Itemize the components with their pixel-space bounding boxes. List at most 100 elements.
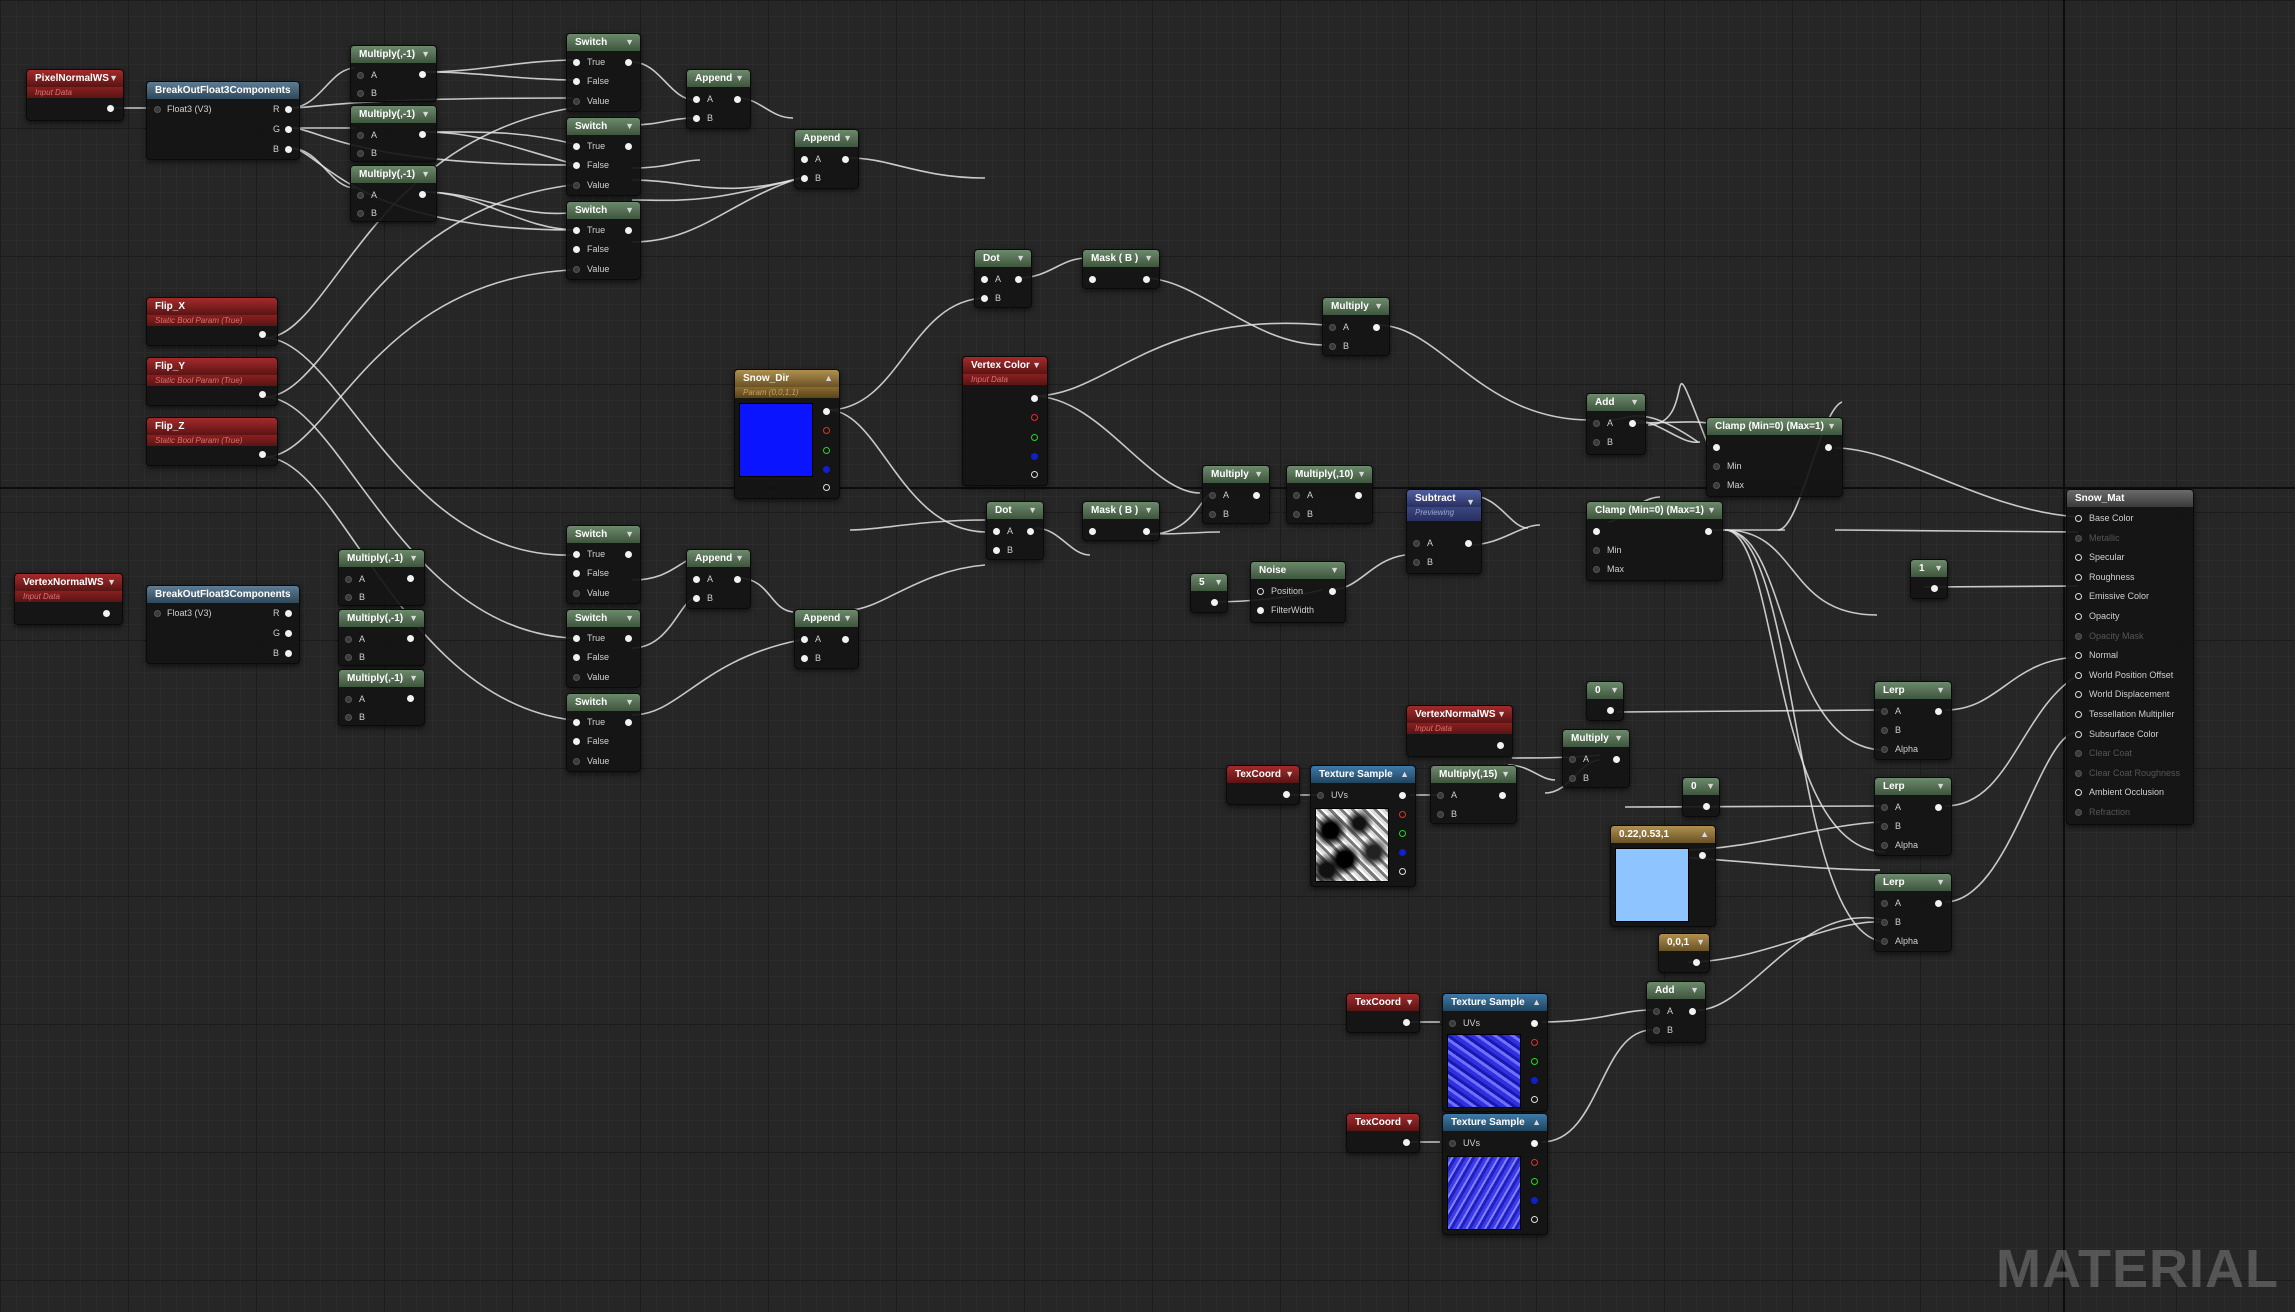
output-pin[interactable]	[1825, 444, 1832, 451]
lerp-node[interactable]: Lerp▼ A B Alpha	[1874, 777, 1952, 856]
input-pin[interactable]	[573, 635, 580, 642]
output-pin[interactable]	[1329, 588, 1336, 595]
output-pin[interactable]	[285, 650, 292, 657]
lerp-node[interactable]: Lerp▼ A B Alpha	[1874, 873, 1952, 952]
chevron-up-icon[interactable]: ▲	[1700, 829, 1709, 839]
chevron-up-icon[interactable]: ▲	[1400, 769, 1409, 779]
input-pin[interactable]	[1881, 919, 1888, 926]
result-input-pin[interactable]	[2075, 730, 2082, 738]
chevron-down-icon[interactable]: ▼	[1405, 1117, 1414, 1127]
chevron-down-icon[interactable]: ▼	[625, 37, 634, 47]
multiply-10-node[interactable]: Multiply(,10)▼ A B	[1286, 465, 1373, 524]
output-pin[interactable]	[625, 59, 632, 66]
output-pin[interactable]	[407, 635, 414, 642]
output-pin[interactable]	[285, 630, 292, 637]
input-pin[interactable]	[1881, 900, 1888, 907]
input-pin[interactable]	[1413, 559, 1420, 566]
multiply-node[interactable]: Multiply(,-1)▼ A B	[338, 549, 425, 606]
output-pin[interactable]	[1465, 540, 1472, 547]
result-input-pin[interactable]	[2075, 769, 2082, 777]
input-pin[interactable]	[573, 674, 580, 681]
output-pin[interactable]	[407, 575, 414, 582]
output-pin[interactable]	[842, 636, 849, 643]
vertex-color-node[interactable]: Vertex Color▼ Input Data	[962, 356, 1048, 486]
output-pin-r[interactable]	[1399, 811, 1406, 818]
chevron-down-icon[interactable]: ▼	[1690, 985, 1699, 995]
multiply-node[interactable]: Multiply(,-1)▼ A B	[338, 669, 425, 726]
input-pin[interactable]	[345, 636, 352, 643]
output-pin[interactable]	[625, 227, 632, 234]
result-input-pin[interactable]	[2075, 534, 2082, 542]
chevron-down-icon[interactable]: ▼	[1032, 360, 1041, 370]
chevron-down-icon[interactable]: ▼	[421, 169, 430, 179]
multiply-node[interactable]: Multiply▼ A B	[1562, 729, 1630, 788]
result-input-pin[interactable]	[2075, 554, 2082, 562]
input-pin[interactable]	[573, 162, 580, 169]
input-pin[interactable]	[1713, 463, 1720, 470]
output-pin[interactable]	[625, 635, 632, 642]
constant-5-node[interactable]: 5▼	[1190, 573, 1228, 613]
result-input-pin[interactable]	[2075, 515, 2082, 522]
output-pin[interactable]	[407, 695, 414, 702]
output-pin[interactable]	[1607, 707, 1614, 714]
output-pin[interactable]	[625, 143, 632, 150]
chevron-down-icon[interactable]: ▼	[1254, 469, 1263, 479]
input-pin[interactable]	[1257, 607, 1264, 614]
clamp-node[interactable]: Clamp (Min=0) (Max=1)▼ Min Max	[1706, 417, 1843, 497]
chevron-down-icon[interactable]: ▼	[1497, 709, 1506, 719]
chevron-down-icon[interactable]: ▼	[421, 109, 430, 119]
input-pin[interactable]	[154, 610, 161, 617]
result-input-pin[interactable]	[2075, 652, 2082, 660]
input-pin[interactable]	[1881, 746, 1888, 753]
output-pin[interactable]	[1253, 492, 1260, 499]
input-pin[interactable]	[357, 210, 364, 217]
output-pin[interactable]	[1935, 708, 1942, 715]
chevron-down-icon[interactable]: ▼	[1501, 769, 1510, 779]
output-pin[interactable]	[259, 451, 266, 458]
chevron-down-icon[interactable]: ▼	[1144, 505, 1153, 515]
output-pin[interactable]	[1699, 852, 1706, 859]
output-pin[interactable]	[285, 106, 292, 113]
chevron-down-icon[interactable]: ▼	[1405, 997, 1414, 1007]
input-pin[interactable]	[1413, 540, 1420, 547]
texture-sample-node[interactable]: Texture Sample▲ UVs	[1310, 765, 1416, 887]
multiply-node[interactable]: Multiply(,-1)▼ A B	[350, 165, 437, 222]
input-pin[interactable]	[1317, 792, 1324, 799]
output-pin[interactable]	[419, 191, 426, 198]
output-pin-b[interactable]	[1531, 1077, 1538, 1084]
constant-vector-node[interactable]: 0,0,1▼	[1658, 933, 1710, 973]
input-pin[interactable]	[801, 156, 808, 163]
input-pin[interactable]	[345, 594, 352, 601]
output-pin[interactable]	[259, 331, 266, 338]
flip-z-node[interactable]: Flip_Z Static Bool Param (True)	[146, 417, 278, 466]
input-pin[interactable]	[573, 719, 580, 726]
output-pin[interactable]	[1403, 1019, 1410, 1026]
constant-0-node[interactable]: 0▼	[1586, 681, 1624, 721]
input-pin[interactable]	[1881, 938, 1888, 945]
mask-node[interactable]: Mask ( B )▼	[1082, 501, 1160, 541]
input-pin[interactable]	[1293, 492, 1300, 499]
add-node[interactable]: Add▼ A B	[1586, 393, 1646, 455]
texture-sample-node[interactable]: Texture Sample▲ UVs	[1442, 1113, 1548, 1235]
chevron-down-icon[interactable]: ▼	[1466, 497, 1475, 507]
input-pin[interactable]	[573, 246, 580, 253]
dot-node[interactable]: Dot▼ A B	[974, 249, 1032, 308]
chevron-down-icon[interactable]: ▼	[1374, 301, 1383, 311]
chevron-down-icon[interactable]: ▼	[1696, 937, 1705, 947]
input-pin[interactable]	[573, 59, 580, 66]
chevron-down-icon[interactable]: ▼	[1285, 769, 1294, 779]
output-pin[interactable]	[1031, 395, 1038, 402]
input-pin[interactable]	[573, 738, 580, 745]
chevron-down-icon[interactable]: ▼	[1357, 469, 1366, 479]
output-pin-g[interactable]	[823, 447, 830, 454]
chevron-down-icon[interactable]: ▼	[409, 673, 418, 683]
chevron-down-icon[interactable]: ▼	[625, 529, 634, 539]
input-pin[interactable]	[981, 295, 988, 302]
input-pin[interactable]	[573, 590, 580, 597]
result-input-pin[interactable]	[2075, 691, 2082, 699]
input-pin[interactable]	[801, 175, 808, 182]
input-pin[interactable]	[1593, 439, 1600, 446]
break-out-float3-node[interactable]: BreakOutFloat3Components Float3 (V3) R G…	[146, 81, 300, 160]
output-pin[interactable]	[285, 146, 292, 153]
result-input-pin[interactable]	[2075, 809, 2082, 816]
